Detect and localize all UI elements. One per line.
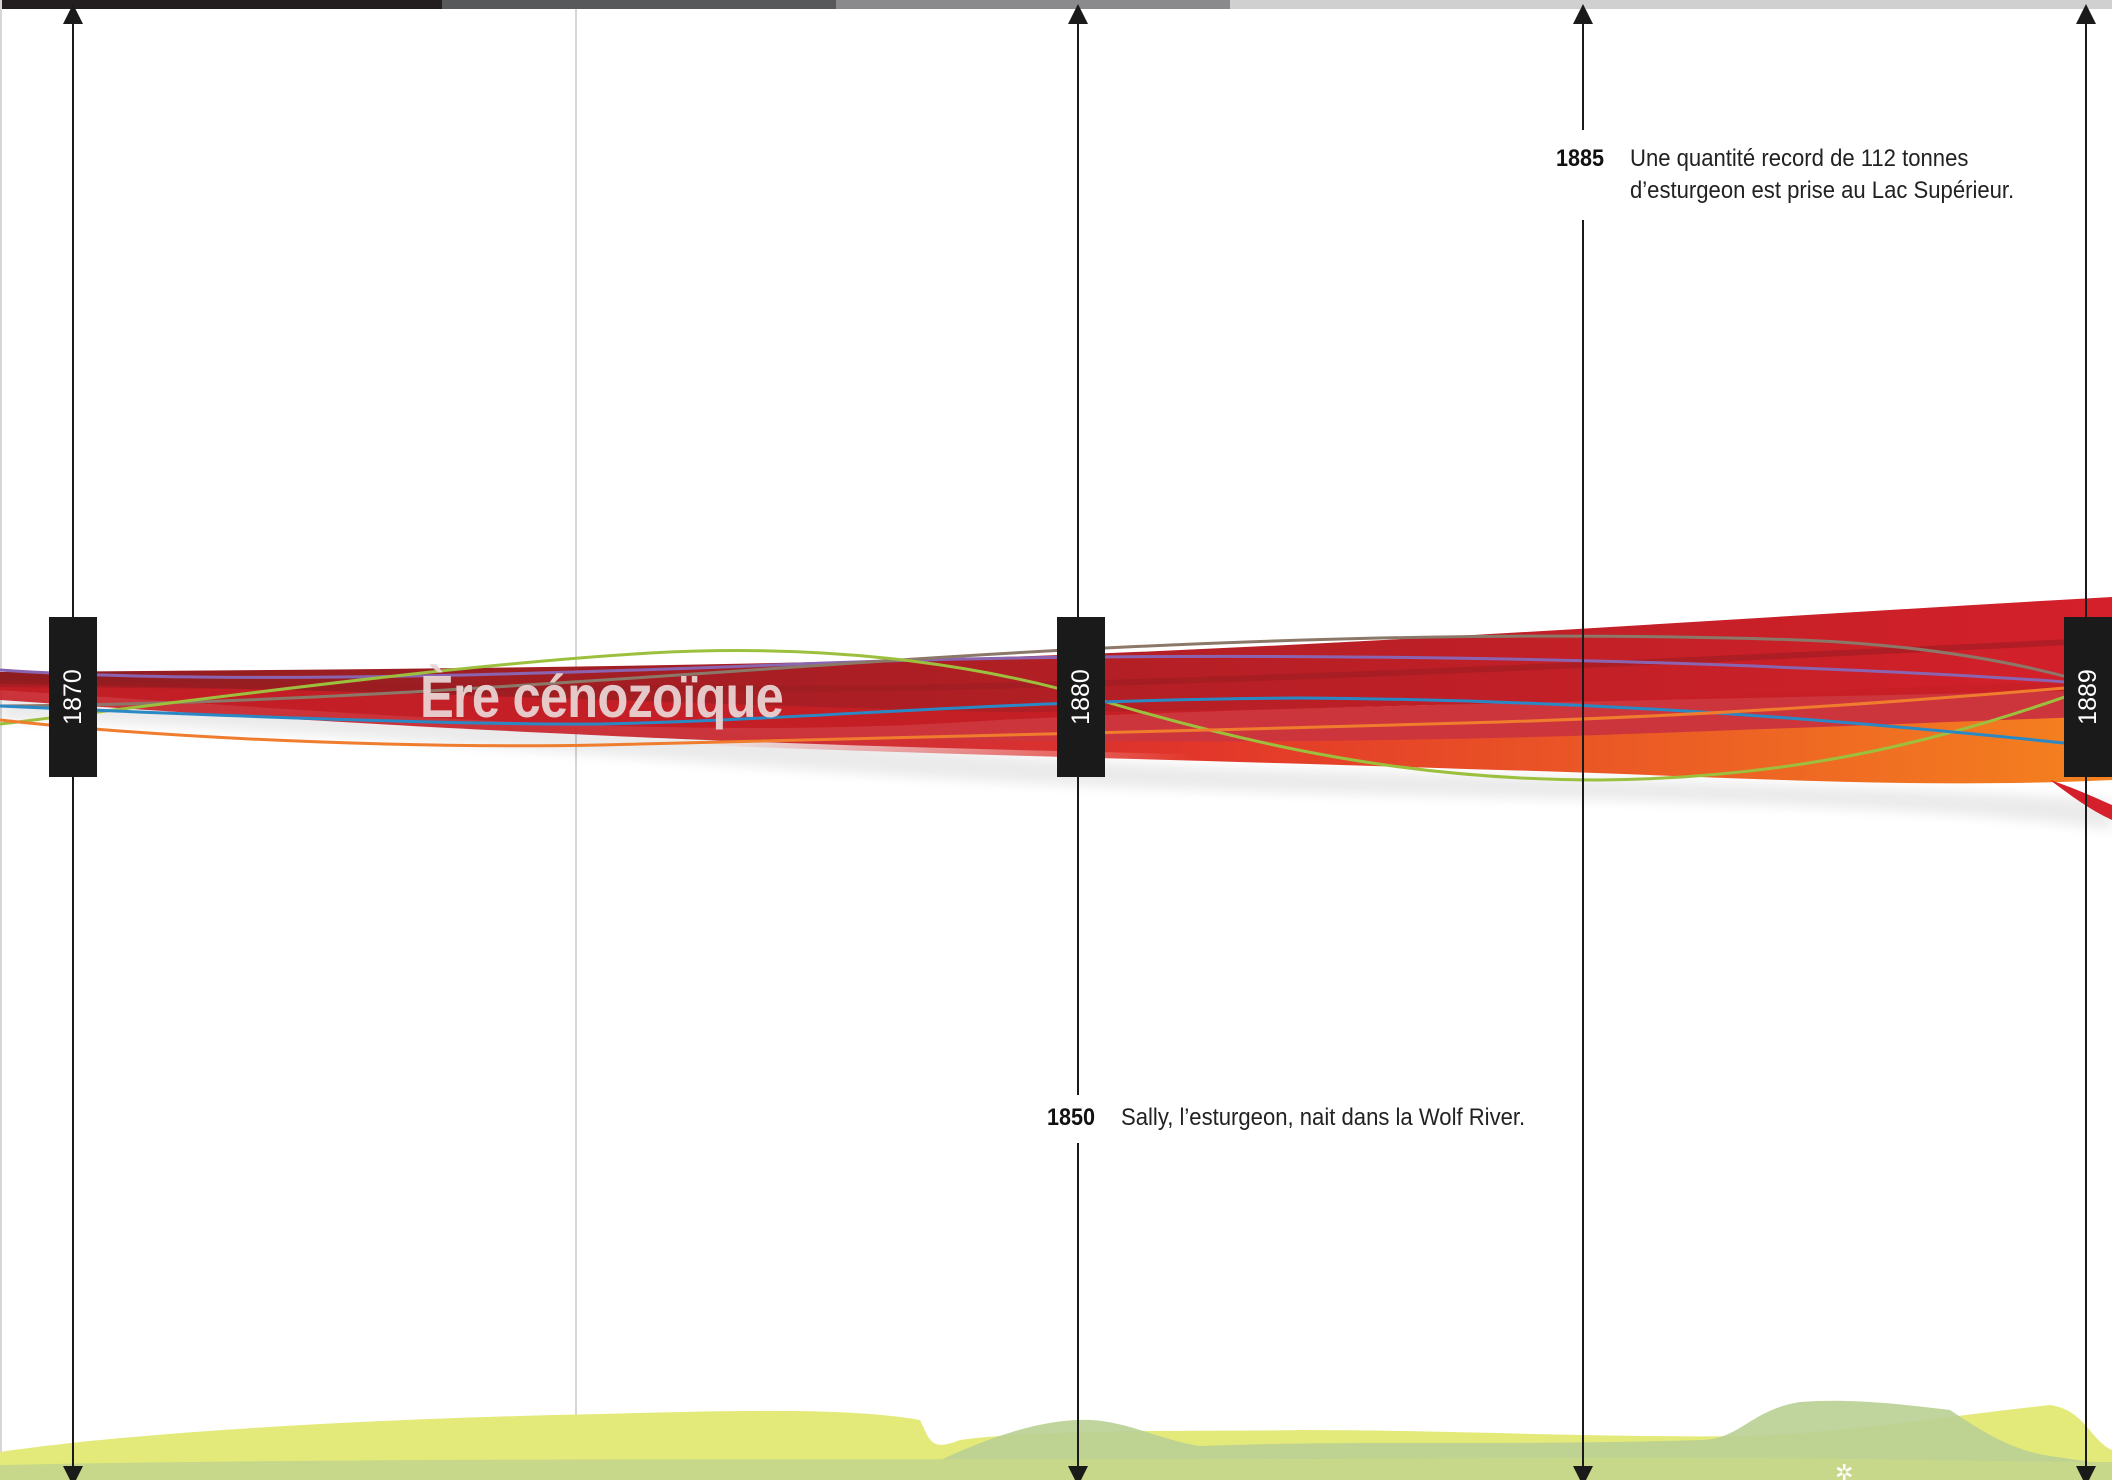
event-text-line-1: Une quantité record de 112 tonnes bbox=[1630, 145, 1969, 172]
event-year: 1850 bbox=[1047, 1104, 1096, 1131]
ground-base bbox=[0, 1457, 2112, 1480]
brown-line bbox=[0, 634, 2112, 708]
era-title: Ère cénozoïque bbox=[420, 664, 784, 730]
era-band-orange bbox=[700, 716, 2112, 784]
top-progress-bar bbox=[0, 0, 2112, 9]
event-year: 1885 bbox=[1556, 145, 1605, 172]
topbar-segment-4 bbox=[1230, 0, 2112, 9]
topbar-segment-1 bbox=[0, 0, 442, 9]
event-1885: 1885 Une quantité record de 112 tonnes d… bbox=[1556, 143, 2096, 213]
event-text-line-1: Sally, l’esturgeon, nait dans la Wolf Ri… bbox=[1121, 1104, 1526, 1131]
year-marker-box-1889 bbox=[2064, 617, 2112, 777]
event-text-line-2: d’esturgeon est prise au Lac Supérieur. bbox=[1630, 177, 2015, 204]
year-label-1889: 1889 bbox=[2074, 669, 2102, 725]
year-marker-box-1880 bbox=[1057, 617, 1105, 777]
purple-line bbox=[0, 654, 2112, 688]
topbar-segment-2 bbox=[442, 0, 836, 9]
axis-gap-1850 bbox=[1066, 1095, 1090, 1143]
year-label-1870: 1870 bbox=[59, 669, 87, 725]
orange-line bbox=[0, 682, 2112, 748]
event-1850: 1850 Sally, l’esturgeon, nait dans la Wo… bbox=[1047, 1102, 1607, 1138]
axis-gap-1885 bbox=[1572, 130, 1594, 220]
year-label-1880: 1880 bbox=[1067, 669, 1095, 725]
year-marker-box-1870 bbox=[49, 617, 97, 777]
blue-line bbox=[0, 696, 2112, 750]
topbar-segment-3 bbox=[836, 0, 1230, 9]
flower-icon: ✲ bbox=[1835, 1461, 1853, 1480]
